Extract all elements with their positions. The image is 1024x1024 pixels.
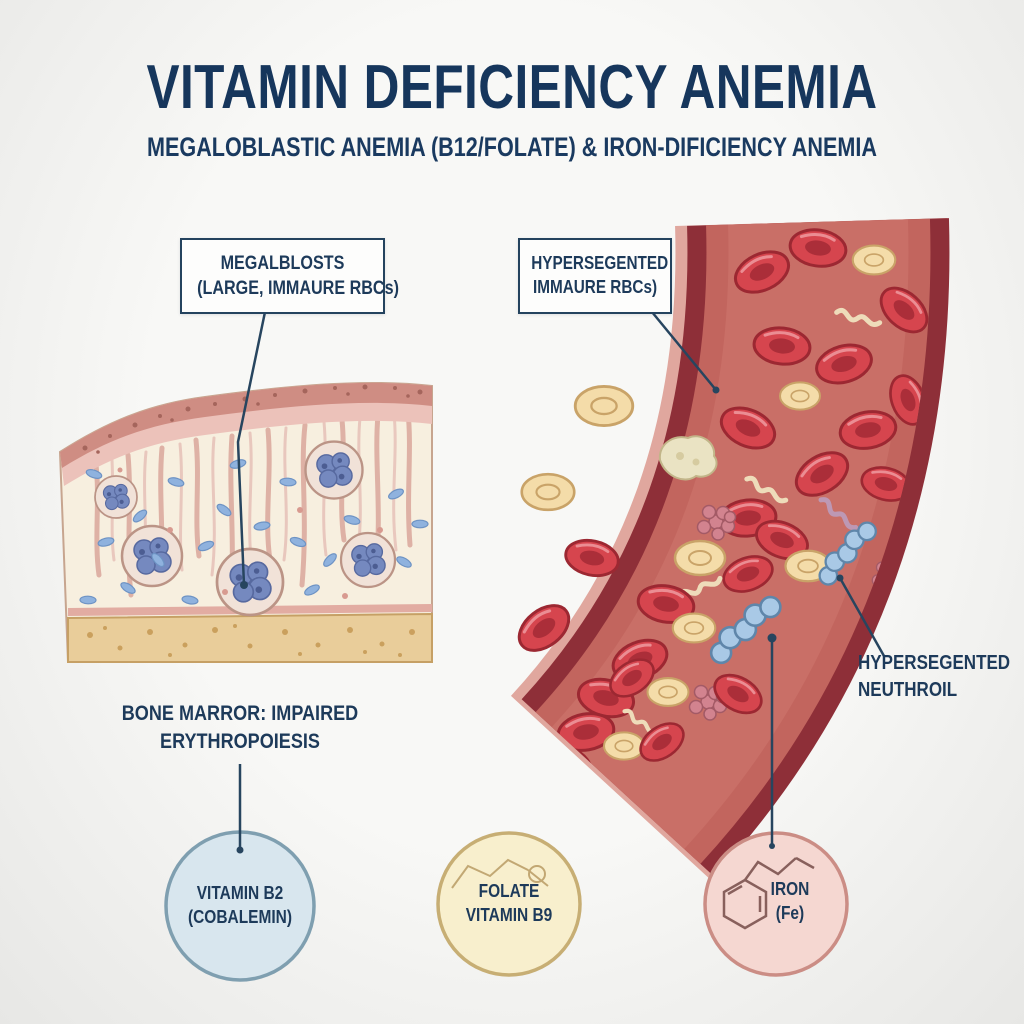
callout-megaloblasts-line2: (LARGE, IMMAURE RBCs) <box>197 278 399 299</box>
marrow-top-speckles <box>82 384 423 454</box>
marrow-pink-dots <box>117 467 383 599</box>
marrow-bottom-layer <box>67 612 433 663</box>
legend-circle-iron <box>703 831 849 977</box>
connector-megaloblasts <box>236 311 267 586</box>
marrow-bottom-speckles <box>87 624 415 657</box>
bone-marrow-caption-line1: BONE MARROR: IMPAIRED <box>121 702 359 725</box>
legend-iron-line1: IRON <box>770 879 810 899</box>
callout-hypersegmented-line2: IMMAURE RBCs) <box>532 277 658 297</box>
legend-label-b12: VITAMIN B2 (COBALEMIN) <box>166 882 314 930</box>
callout-hypersegmented-rbcs: HYPERSEGENTED IMMAURE RBCs) <box>518 238 672 314</box>
legend-label-iron: IRON (Fe) <box>730 878 850 926</box>
cell-clump <box>658 435 718 481</box>
callout-megaloblasts-line1: MEGALBLOSTS <box>220 252 345 274</box>
legend-b12-line1: VITAMIN B2 <box>196 883 284 903</box>
bone-marrow-caption-line2: ERYTHROPOIESIS <box>160 729 320 753</box>
page-title: VITAMIN DEFICIENCY ANEMIA <box>146 53 878 122</box>
bone-marrow-caption: BONE MARROR: IMPAIRED ERYTHROPOIESIS <box>80 700 400 755</box>
folate-structure-icon <box>451 858 549 889</box>
connector-neutrophil-label <box>838 577 886 657</box>
neutrophil-label-line2: NEUTHROIL <box>858 679 958 701</box>
neutrophil-label-line1: HYPERSEGENTED <box>858 652 1011 674</box>
connector-lines <box>236 311 886 854</box>
blood-vessel-illustration <box>509 218 950 881</box>
legend-label-folate: FOLATE VITAMIN B9 <box>439 880 579 928</box>
callout-hypersegmented-line1: HYPERSEGENTED <box>531 253 669 274</box>
connector-hypersegmented-rbcs <box>651 311 717 391</box>
bone-marrow-illustration <box>58 381 433 663</box>
label-hypersegmented-neutrophil: HYPERSEGENTED NEUTHROIL <box>858 650 1024 704</box>
page-subtitle: MEGALOBLASTIC ANEMIA (B12/FOLATE) & IRON… <box>147 132 877 162</box>
legend-folate-line2: VITAMIN B9 <box>465 904 553 925</box>
legend-b12-line2: (COBALEMIN) <box>187 906 293 927</box>
callout-megaloblasts: MEGALBLOSTS (LARGE, IMMAURE RBCs) <box>180 238 399 314</box>
iron-structure-icon <box>722 856 815 930</box>
legend-iron-line2: (Fe) <box>775 902 805 923</box>
legend-folate-line1: FOLATE <box>478 881 540 901</box>
